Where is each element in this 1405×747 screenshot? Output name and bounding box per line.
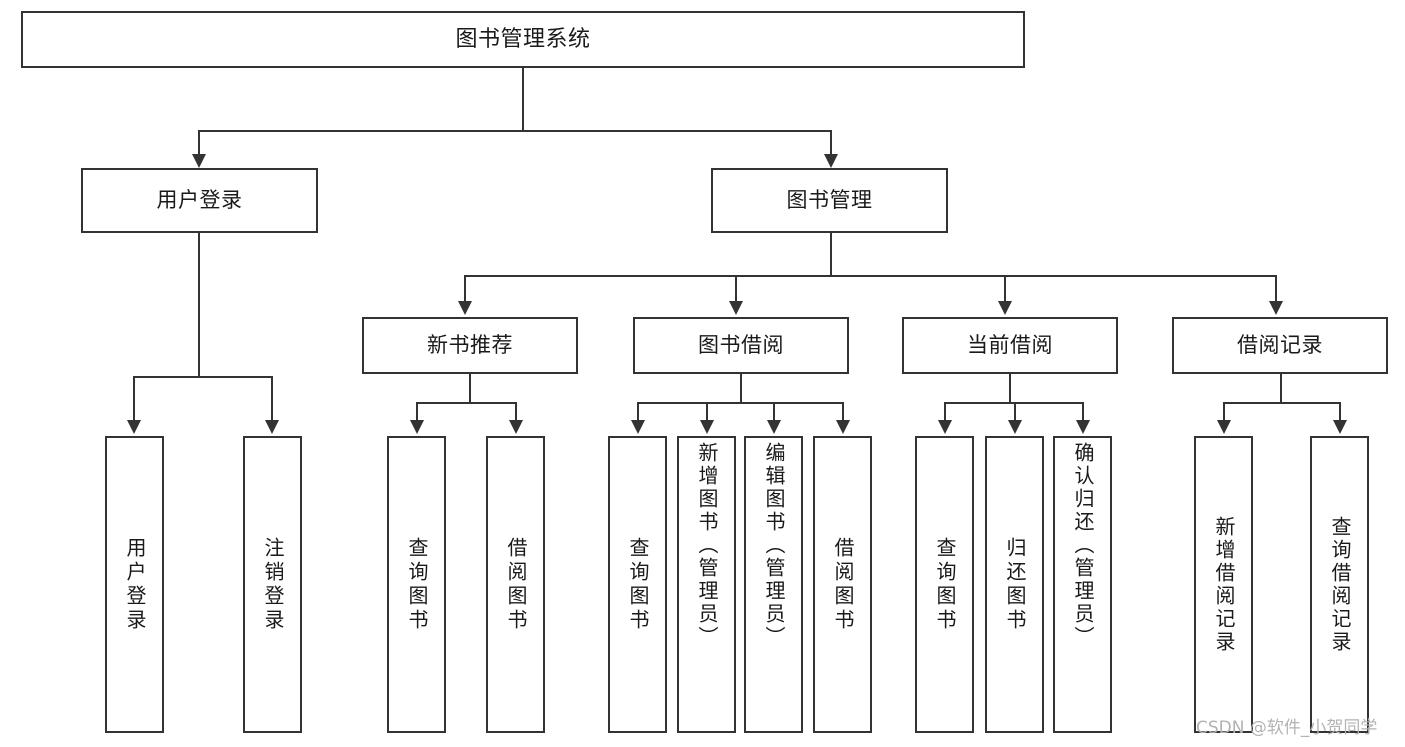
connector-record-to-leaf2 [1339,402,1341,422]
node-leaf-borrow-book-2[interactable]: 借阅图书 [813,436,872,733]
arrow-bm-to-borrow [729,301,743,315]
connector-borrow-to-leaf1 [637,402,639,422]
connector-current-trunk [1009,374,1011,404]
node-borrow-record[interactable]: 借阅记录 [1172,317,1388,374]
node-book-manage[interactable]: 图书管理 [711,168,948,233]
arrow-current-to-leaf3 [1076,420,1090,434]
connector-newbook-bus [416,402,517,404]
connector-newbook-to-leaf1 [416,402,418,422]
connector-bm-to-newbook [464,275,466,303]
arrow-bm-to-newbook [458,301,472,315]
node-leaf-add-book[interactable]: 新增图书（管理员） [677,436,736,733]
node-label: 归还图书 [1003,536,1027,633]
node-label: 当前借阅 [967,333,1053,358]
node-label: 编辑图书（管理员） [762,442,786,649]
node-leaf-borrow-book-1[interactable]: 借阅图书 [486,436,545,733]
node-leaf-query-record[interactable]: 查询借阅记录 [1310,436,1369,733]
node-label: 查询借阅记录 [1328,515,1352,654]
node-label: 新增借阅记录 [1212,515,1236,654]
connector-bm-to-borrow [735,275,737,303]
node-label: 图书管理 [786,188,873,213]
node-leaf-query-book-3[interactable]: 查询图书 [915,436,974,733]
connector-borrow-to-leaf4 [842,402,844,422]
connector-newbook-trunk [469,374,471,404]
arrow-borrow-to-leaf3 [767,420,781,434]
arrow-bm-to-current [998,301,1012,315]
arrow-borrow-to-leaf4 [836,420,850,434]
connector-user-login-bus [133,376,272,378]
connector-current-bus [944,402,1083,404]
arrow-root-to-book-manage [824,154,838,168]
node-user-login[interactable]: 用户登录 [81,168,318,233]
node-leaf-return-book[interactable]: 归还图书 [985,436,1044,733]
connector-current-to-leaf3 [1082,402,1084,422]
connector-root-bus [198,130,832,132]
connector-borrow-bus [637,402,843,404]
node-label: 新书推荐 [427,333,513,358]
connector-book-manage-bus [464,275,1276,277]
connector-bm-to-record [1275,275,1277,303]
node-label: 借阅记录 [1237,333,1323,358]
connector-user-login-to-leaf1 [133,376,135,422]
connector-root-trunk [522,68,524,131]
node-root-system[interactable]: 图书管理系统 [21,11,1025,68]
node-leaf-confirm-return[interactable]: 确认归还（管理员） [1053,436,1112,733]
arrow-borrow-to-leaf1 [631,420,645,434]
connector-borrow-to-leaf2 [706,402,708,422]
connector-root-to-book-manage [830,130,832,156]
arrow-user-login-to-leaf1 [127,420,141,434]
arrow-current-to-leaf2 [1008,420,1022,434]
node-current-borrow[interactable]: 当前借阅 [902,317,1118,374]
node-label: 借阅图书 [504,536,528,633]
node-leaf-user-logout[interactable]: 注销登录 [243,436,302,733]
connector-root-to-user-login [198,130,200,156]
node-leaf-add-record[interactable]: 新增借阅记录 [1194,436,1253,733]
arrow-newbook-to-leaf1 [410,420,424,434]
node-leaf-edit-book[interactable]: 编辑图书（管理员） [744,436,803,733]
node-label: 确认归还（管理员） [1071,442,1095,649]
node-label: 用户登录 [123,536,147,633]
node-label: 借阅图书 [831,536,855,633]
connector-record-to-leaf1 [1223,402,1225,422]
arrow-borrow-to-leaf2 [700,420,714,434]
node-label: 查询图书 [626,536,650,633]
connector-book-manage-trunk [830,233,832,277]
node-label: 查询图书 [405,536,429,633]
connector-current-to-leaf2 [1014,402,1016,422]
node-leaf-query-book-1[interactable]: 查询图书 [387,436,446,733]
arrow-root-to-user-login [192,154,206,168]
connector-bm-to-current [1004,275,1006,303]
node-label: 图书管理系统 [455,26,591,52]
node-new-book-rec[interactable]: 新书推荐 [362,317,578,374]
node-label: 图书借阅 [698,333,784,358]
arrow-user-login-to-leaf2 [265,420,279,434]
connector-borrow-trunk [740,374,742,404]
node-leaf-user-login[interactable]: 用户登录 [105,436,164,733]
node-label: 注销登录 [261,536,285,633]
connector-record-bus [1223,402,1340,404]
node-leaf-query-book-2[interactable]: 查询图书 [608,436,667,733]
connector-record-trunk [1280,374,1282,404]
connector-user-login-trunk [198,233,200,378]
node-book-borrow[interactable]: 图书借阅 [633,317,849,374]
connector-user-login-to-leaf2 [271,376,273,422]
arrow-bm-to-record [1269,301,1283,315]
arrow-record-to-leaf1 [1217,420,1231,434]
arrow-current-to-leaf1 [938,420,952,434]
connector-current-to-leaf1 [944,402,946,422]
arrow-newbook-to-leaf2 [509,420,523,434]
connector-borrow-to-leaf3 [773,402,775,422]
node-label: 查询图书 [933,536,957,633]
connector-newbook-to-leaf2 [515,402,517,422]
node-label: 用户登录 [156,188,243,213]
node-label: 新增图书（管理员） [695,442,719,649]
arrow-record-to-leaf2 [1333,420,1347,434]
